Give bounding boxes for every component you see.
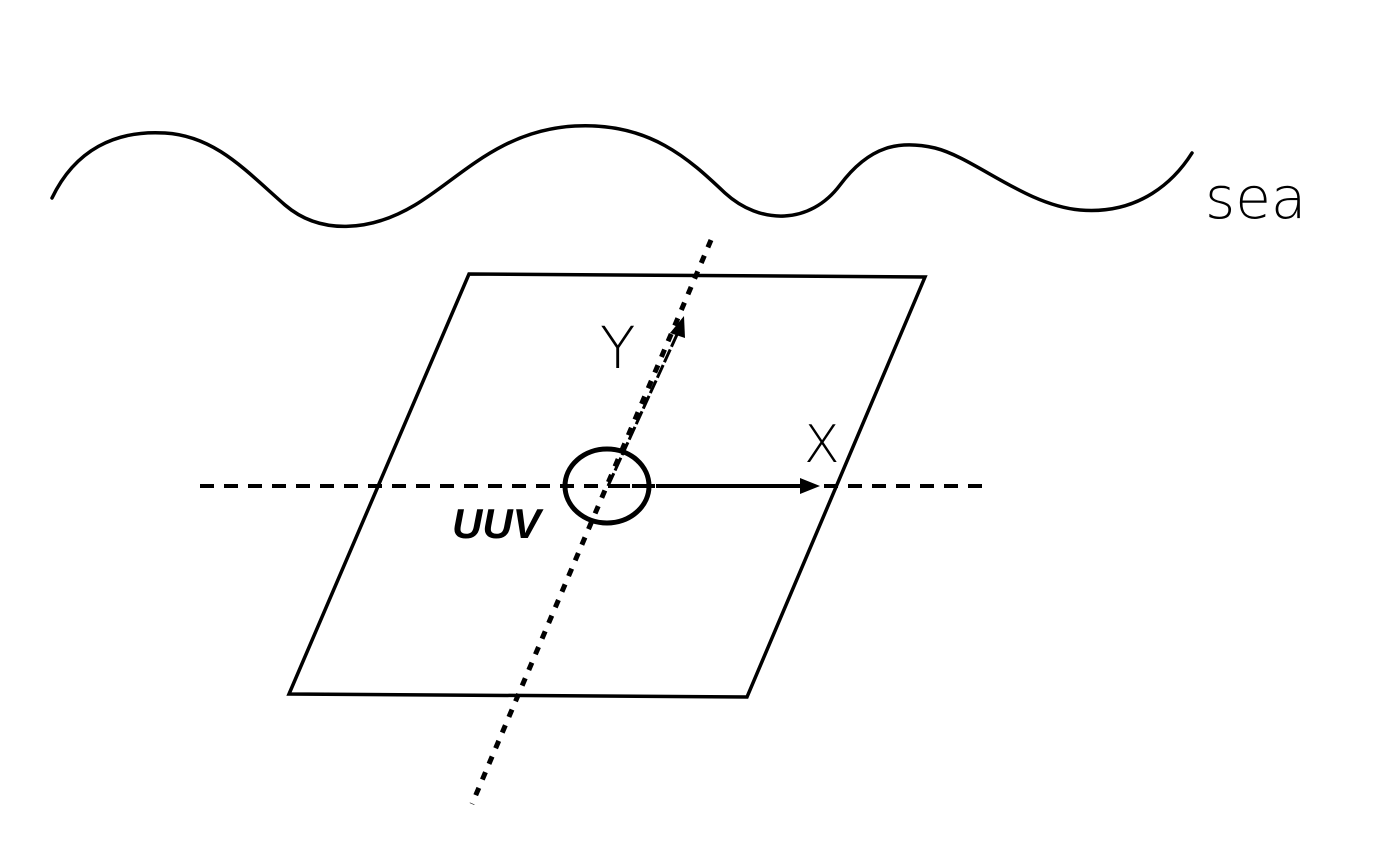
- sea-surface-wave: [50, 124, 1194, 229]
- x-axis-label: X: [804, 415, 840, 475]
- x-axis-arrowhead: [800, 478, 820, 494]
- seabed-plane: [286, 272, 928, 699]
- uuv-body-ellipse: [562, 446, 652, 526]
- uuv-label: UUV: [452, 500, 544, 547]
- y-axis-arrow-shaft: [606, 327, 682, 487]
- y-axis-arrowhead: [670, 316, 685, 338]
- sea-label: sea: [1205, 164, 1306, 232]
- y-axis-label: Y: [600, 314, 635, 382]
